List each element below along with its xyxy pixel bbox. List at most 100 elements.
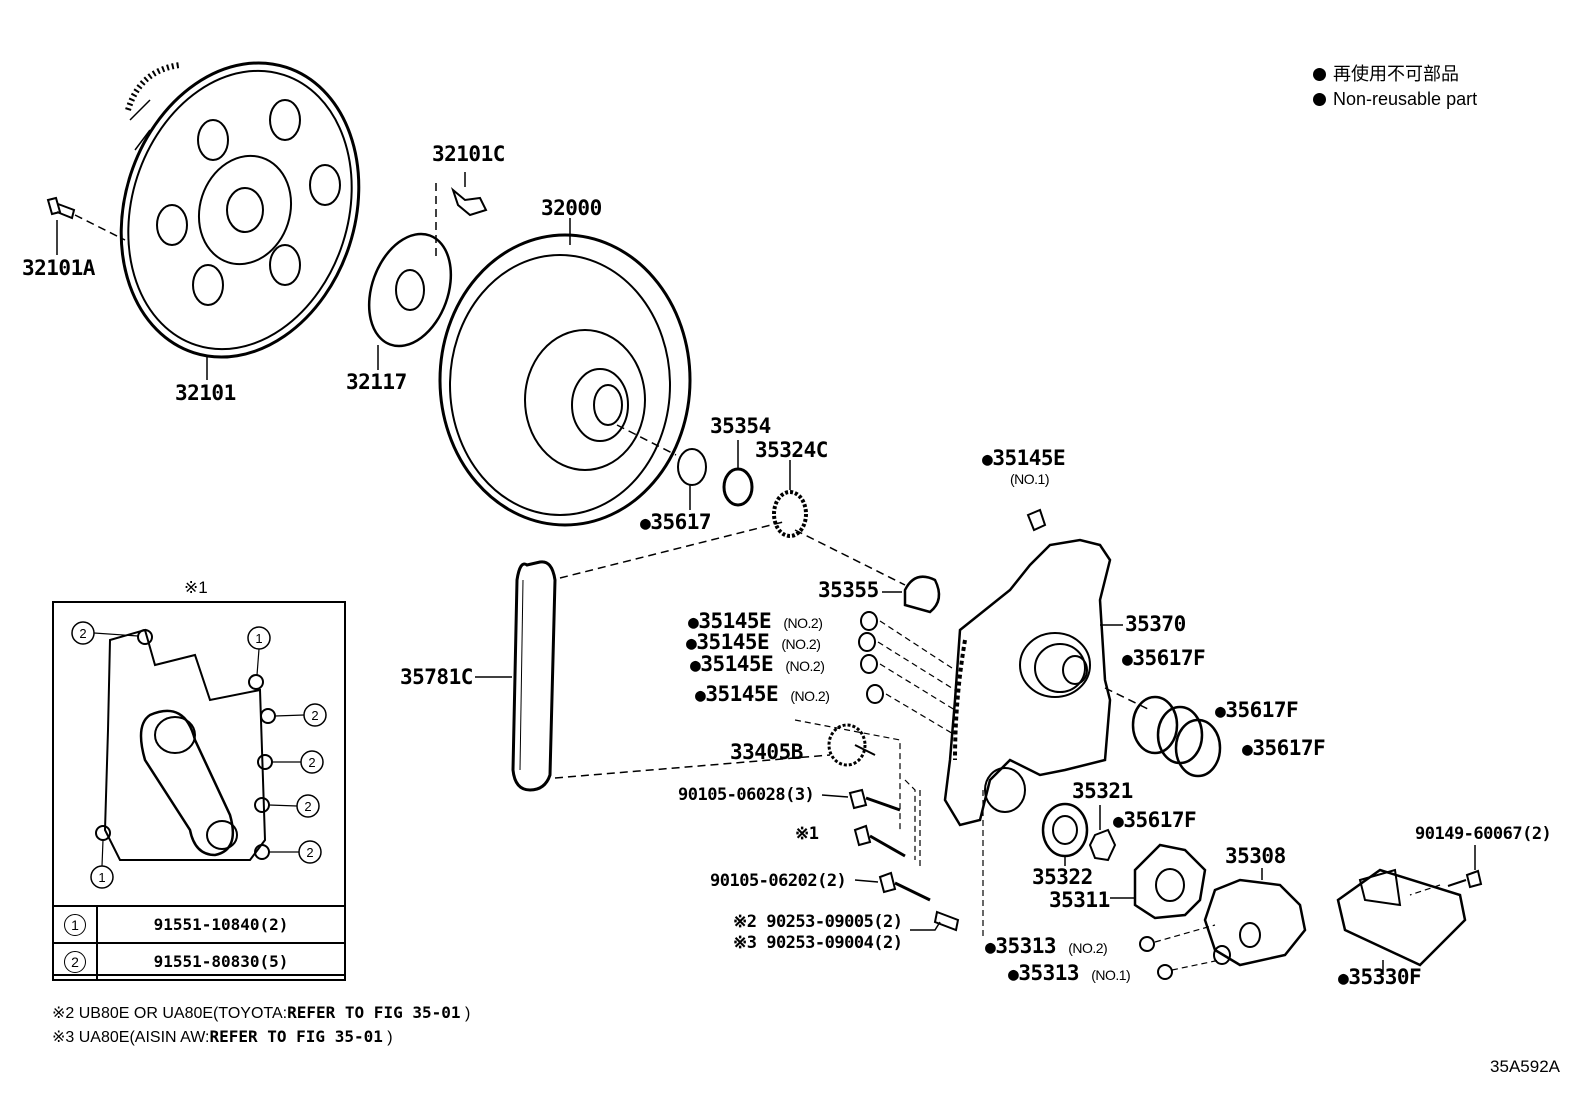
sprocket-ring-35324C (772, 490, 808, 538)
label-35321[interactable]: 35321 (1072, 779, 1133, 803)
legend: 再使用不可部品 Non-reusable part (1313, 62, 1477, 112)
drive-plate-32101 (119, 61, 361, 359)
label-90105-06202[interactable]: 90105-06202(2) (710, 871, 847, 891)
inset-callout-2: 2 (306, 845, 313, 860)
label-35311[interactable]: 35311 (1049, 888, 1110, 912)
washer-35313-no2 (1139, 936, 1155, 952)
inset-callout-2: 2 (304, 799, 311, 814)
label-32000[interactable]: 32000 (541, 196, 602, 220)
label-35145E-no1[interactable]: ●35145E (982, 446, 1066, 470)
pin-90253 (910, 910, 960, 932)
label-35355[interactable]: 35355 (818, 578, 879, 602)
non-reusable-dot-icon: ● (1008, 964, 1019, 985)
sprocket-33405B (827, 723, 876, 767)
part-number: 91551-80830(5) (96, 942, 346, 981)
bolts-35145E-no2 (858, 611, 956, 736)
label-35145E-no2[interactable]: ●35145E (NO.2) (688, 609, 823, 633)
o-ring-35617 (677, 448, 707, 486)
bolt-90149-60067 (1409, 845, 1483, 896)
bolt-90105-06202 (854, 871, 931, 902)
inset-callout-2: 2 (311, 708, 318, 723)
table-row: 2 91551-80830(5) (52, 942, 346, 981)
label-32117[interactable]: 32117 (346, 370, 407, 394)
label-90253-09004[interactable]: ※3 90253-09004(2) (733, 933, 903, 953)
label-32101C[interactable]: 32101C (432, 142, 505, 166)
non-reusable-dot-icon: ● (1215, 701, 1226, 722)
bolt-35145E-no1 (1026, 508, 1047, 532)
bolt-32101A (46, 196, 126, 255)
non-reusable-dot-icon: ● (985, 937, 996, 958)
pump-gear-35321 (1088, 805, 1117, 862)
label-35617F[interactable]: ●35617F (1242, 736, 1326, 760)
valve-body-35308 (1203, 868, 1307, 967)
label-35324C[interactable]: 35324C (755, 438, 828, 462)
label-35617F[interactable]: ●35617F (1215, 698, 1299, 722)
label-90253-09005[interactable]: ※2 90253-09005(2) (733, 912, 903, 932)
label-35370[interactable]: 35370 (1125, 612, 1186, 636)
label-ref1[interactable]: ※1 (795, 824, 819, 844)
label-32101[interactable]: 32101 (175, 381, 236, 405)
legend-item-en: Non-reusable part (1313, 87, 1477, 112)
label-35145E-no2[interactable]: ●35145E (NO.2) (690, 652, 825, 676)
clip-35355 (903, 575, 941, 614)
non-reusable-dot-icon: ● (686, 633, 697, 654)
non-reusable-dot-icon: ● (982, 449, 993, 470)
footnote-2: ※2 UB80E OR UA80E(TOYOTA:REFER TO FIG 35… (52, 1003, 471, 1022)
non-reusable-dot-icon: ● (640, 513, 651, 534)
washer-35313-no1 (1157, 964, 1173, 980)
label-35354[interactable]: 35354 (710, 414, 771, 438)
label-35322[interactable]: 35322 (1032, 865, 1093, 889)
non-reusable-dot-icon: ● (688, 612, 699, 633)
label-90105-06028[interactable]: 90105-06028(3) (678, 785, 815, 805)
non-reusable-dot-icon: ● (690, 655, 701, 676)
bullet-dot-icon (1313, 68, 1326, 81)
non-reusable-dot-icon: ● (1242, 739, 1253, 760)
label-35308[interactable]: 35308 (1225, 844, 1286, 868)
inset-callout-1: 1 (255, 631, 262, 646)
label-35617F[interactable]: ●35617F (1122, 646, 1206, 670)
pump-cover-35370 (943, 538, 1123, 827)
inset-callout-2: 2 (308, 755, 315, 770)
inset-parts-table: 1 91551-10840(2) 2 91551-80830(5) (52, 905, 346, 981)
row-number: 2 (52, 942, 98, 981)
inset-callout-1: 1 (98, 870, 105, 885)
label-35313-no1[interactable]: ●35313 (NO.1) (1008, 961, 1131, 985)
legend-item-jp: 再使用不可部品 (1313, 62, 1477, 87)
label-33405B[interactable]: 33405B (730, 740, 803, 764)
inset-callout-2: 2 (79, 626, 86, 641)
figure-code: 35A592A (1490, 1057, 1560, 1076)
drive-chain-35781C (475, 521, 831, 792)
snap-ring-35354 (722, 467, 754, 507)
inset-pump-cover-bolt-layout (71, 621, 327, 889)
seal-rings-35617F (1104, 687, 1222, 778)
inset-title: ※1 (184, 578, 208, 597)
label-35145E-no1-variant: (NO.1) (1010, 471, 1050, 487)
non-reusable-dot-icon: ● (1338, 968, 1349, 989)
label-90149-60067[interactable]: 90149-60067(2) (1415, 824, 1552, 844)
non-reusable-dot-icon: ● (1122, 649, 1133, 670)
label-32101A[interactable]: 32101A (22, 256, 95, 280)
footnote-3: ※3 UA80E(AISIN AW:REFER TO FIG 35-01 ) (52, 1027, 393, 1046)
pump-gear-35322 (1041, 802, 1089, 866)
label-35617F[interactable]: ●35617F (1113, 808, 1197, 832)
bolt-90105-06028 (821, 788, 901, 812)
non-reusable-dot-icon: ● (1113, 811, 1124, 832)
spacer-plate-32117 (367, 232, 453, 370)
non-reusable-dot-icon: ● (695, 685, 706, 706)
torque-converter-32000 (438, 218, 692, 527)
bullet-dot-icon (1313, 93, 1326, 106)
label-35145E-no2[interactable]: ●35145E (NO.2) (695, 682, 830, 706)
label-35330F[interactable]: ●35330F (1338, 965, 1422, 989)
label-35145E-no2[interactable]: ●35145E (NO.2) (686, 630, 821, 654)
bolt-ref1 (853, 824, 906, 858)
oil-strainer-35330F (1336, 868, 1467, 975)
table-row: 1 91551-10840(2) (52, 905, 346, 944)
label-35313-no2[interactable]: ●35313 (NO.2) (985, 934, 1108, 958)
label-35781C[interactable]: 35781C (400, 665, 473, 689)
label-35617[interactable]: ●35617 (640, 510, 712, 534)
bolt-32101C (435, 172, 488, 260)
row-number: 1 (52, 905, 98, 944)
part-number: 91551-10840(2) (96, 905, 346, 944)
pump-body-35311 (1110, 843, 1207, 920)
